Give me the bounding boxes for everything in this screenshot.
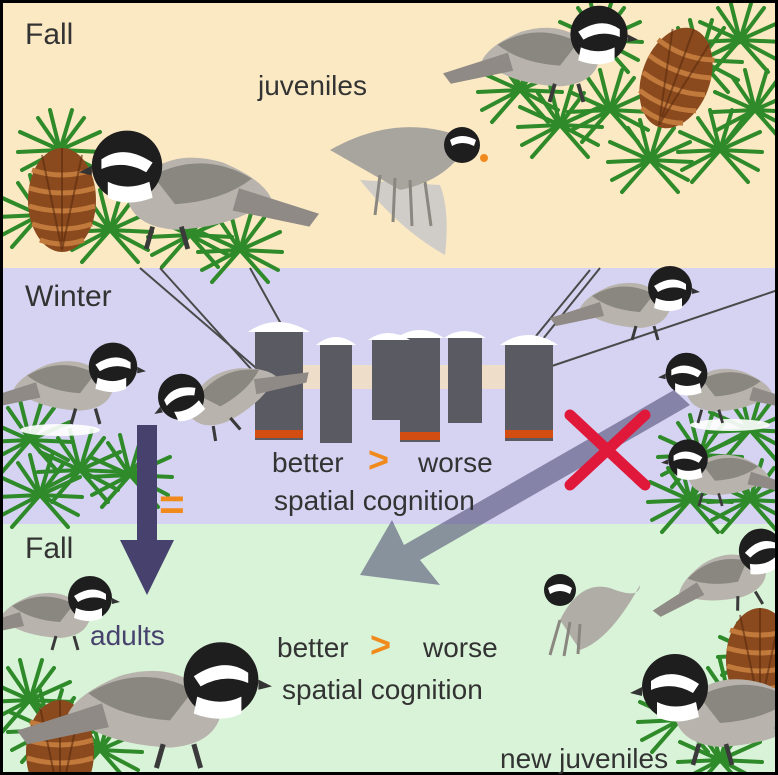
new-juveniles-label: new juveniles: [500, 745, 668, 773]
juveniles-label: juveniles: [258, 72, 367, 100]
winter-better-label: better: [272, 449, 344, 477]
winter-caption: spatial cognition: [274, 487, 475, 515]
panel-title-fall-bottom: Fall: [25, 534, 73, 564]
fall-better-label: better: [277, 634, 349, 662]
winter-worse-label: worse: [418, 449, 493, 477]
panel-title-fall-top: Fall: [25, 20, 73, 50]
fall-caption: spatial cognition: [282, 676, 483, 704]
winter-greater-than: >: [368, 442, 389, 478]
panel-title-winter: Winter: [25, 282, 112, 312]
fall-worse-label: worse: [423, 634, 498, 662]
adults-label: adults: [90, 622, 165, 650]
equal-symbol: =: [159, 483, 185, 527]
fall-greater-than: >: [370, 627, 391, 663]
